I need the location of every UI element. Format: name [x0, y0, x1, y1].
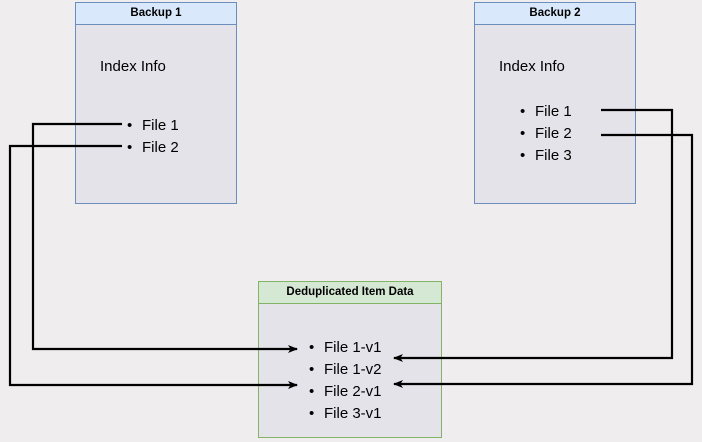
list-item: File 3-v1: [307, 403, 382, 425]
list-item: File 1-v1: [307, 337, 382, 359]
backup-2-index-info-label: Index Info: [499, 58, 565, 75]
backup-2-file-list: File 1 File 2 File 3: [518, 101, 572, 167]
list-item: File 2: [518, 123, 572, 145]
list-item: File 2: [125, 137, 179, 159]
backup-1-file-list: File 1 File 2: [125, 115, 179, 159]
dedup-item-list: File 1-v1 File 1-v2 File 2-v1 File 3-v1: [307, 337, 382, 425]
list-item: File 1: [518, 101, 572, 123]
node-backup-2-header: Backup 2: [475, 3, 635, 25]
node-backup-1[interactable]: Backup 1 Index Info File 1 File 2: [75, 2, 237, 204]
node-deduplicated-item-data[interactable]: Deduplicated Item Data File 1-v1 File 1-…: [258, 281, 442, 438]
node-backup-2-body: Index Info File 1 File 2 File 3: [475, 25, 635, 203]
node-dedup-body: File 1-v1 File 1-v2 File 2-v1 File 3-v1: [259, 304, 441, 437]
list-item: File 1: [125, 115, 179, 137]
node-backup-1-header: Backup 1: [76, 3, 236, 25]
list-item: File 3: [518, 145, 572, 167]
list-item: File 1-v2: [307, 359, 382, 381]
node-dedup-header: Deduplicated Item Data: [259, 282, 441, 304]
list-item: File 2-v1: [307, 381, 382, 403]
backup-1-index-info-label: Index Info: [100, 58, 166, 75]
node-backup-2[interactable]: Backup 2 Index Info File 1 File 2 File 3: [474, 2, 636, 204]
node-backup-1-body: Index Info File 1 File 2: [76, 25, 236, 203]
